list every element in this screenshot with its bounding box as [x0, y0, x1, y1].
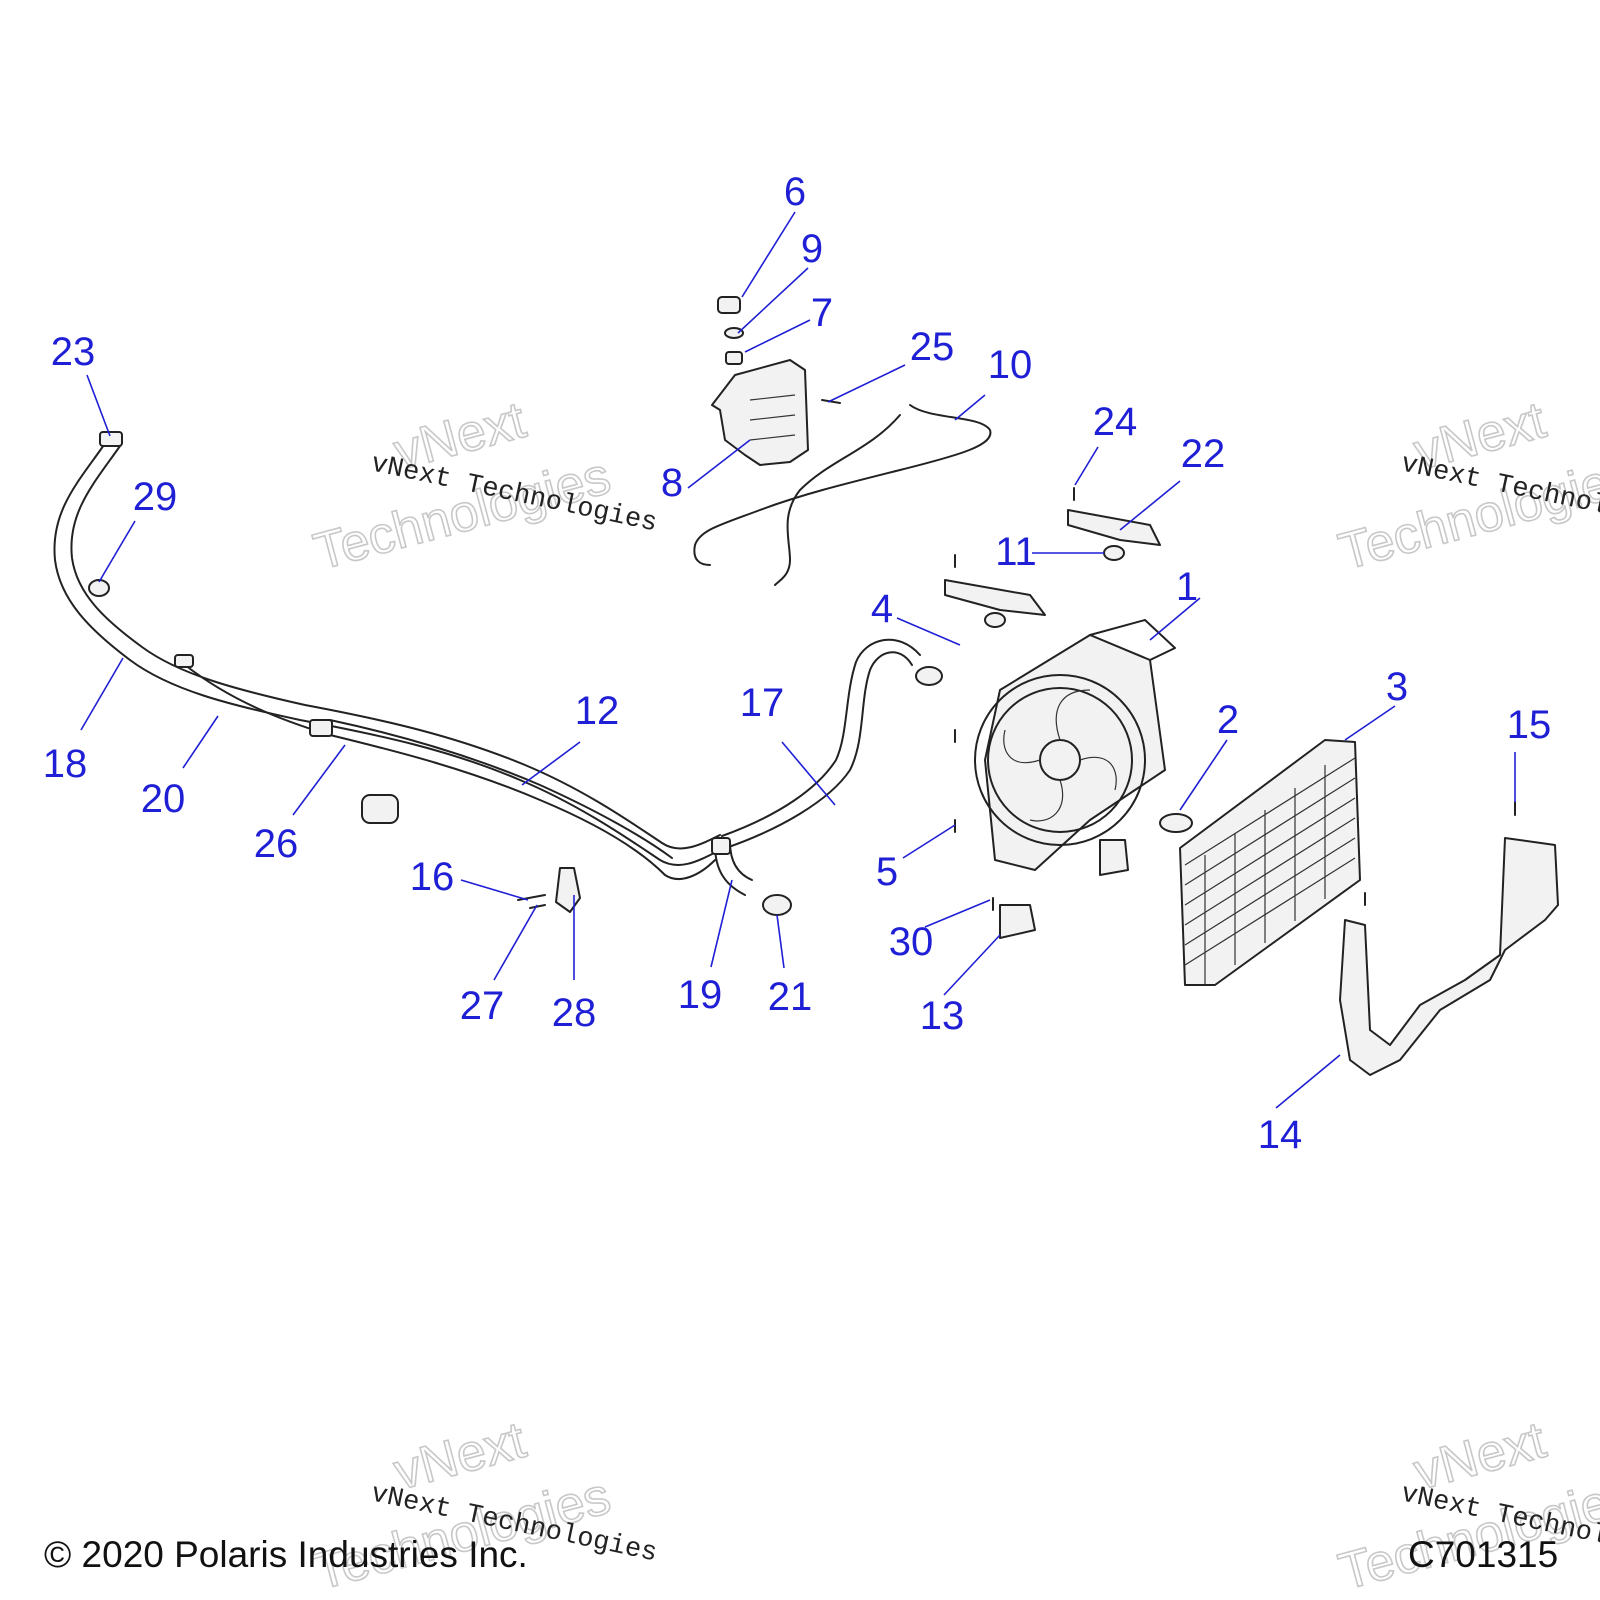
callout-label: 11 — [995, 530, 1037, 574]
callout-label: 23 — [51, 330, 96, 374]
callout-label: 4 — [871, 587, 893, 631]
callout-label: 20 — [141, 777, 186, 821]
copyright-text: © 2020 Polaris Industries Inc. — [44, 1534, 528, 1575]
part-mounts — [954, 729, 1129, 939]
callout-label: 14 — [1258, 1113, 1303, 1157]
callout-label: 24 — [1093, 400, 1138, 444]
callout-label: 10 — [988, 343, 1033, 387]
part-fan-shroud — [974, 619, 1176, 871]
callout-label: 13 — [920, 994, 965, 1038]
callout-label: 27 — [460, 984, 505, 1028]
callout-label: 12 — [575, 689, 620, 733]
figure-id: C701315 — [1408, 1534, 1559, 1575]
callout-label: 29 — [133, 475, 178, 519]
callout-label: 6 — [784, 170, 806, 214]
callouts: 1 2 3 4 5 6 7 8 9 10 11 12 13 14 15 16 1… — [43, 170, 1552, 1157]
callout-label: 3 — [1386, 665, 1408, 709]
callout-label: 25 — [910, 325, 955, 369]
callout-label: 30 — [889, 920, 934, 964]
part-long-hose-assembly — [53, 431, 921, 896]
part-small-hardware — [361, 666, 943, 916]
callout-label: 8 — [661, 461, 683, 505]
part-coolant-reservoir — [711, 296, 841, 466]
part-air-duct — [1339, 801, 1559, 1076]
callout-label: 2 — [1217, 698, 1239, 742]
callout-label: 22 — [1181, 432, 1226, 476]
callout-label: 9 — [801, 227, 823, 271]
callout-label: 1 — [1176, 565, 1198, 609]
callout-label: 26 — [254, 822, 299, 866]
part-radiator — [1179, 739, 1361, 986]
callout-label: 28 — [552, 991, 597, 1035]
part-brackets — [944, 487, 1161, 628]
callout-label: 7 — [811, 291, 833, 335]
leader-lines — [80, 211, 1516, 1109]
part-radiator-cap — [1159, 813, 1193, 833]
callout-label: 21 — [768, 975, 813, 1019]
callout-label: 19 — [678, 973, 723, 1017]
callout-label: 18 — [43, 742, 88, 786]
callout-label: 15 — [1507, 703, 1552, 747]
callout-label: 5 — [876, 850, 898, 894]
callout-label: 17 — [740, 681, 785, 725]
part-overflow-hose — [693, 404, 992, 586]
callout-label: 16 — [410, 855, 455, 899]
